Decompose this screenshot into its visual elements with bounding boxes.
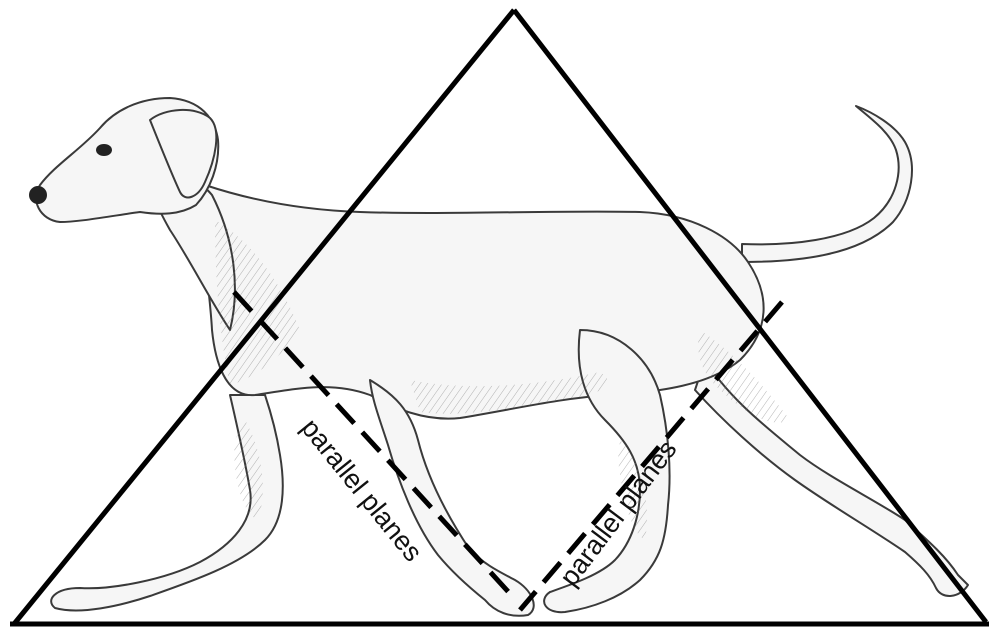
dog-body [204, 185, 764, 419]
dog-nose [30, 187, 46, 203]
dog-eye [97, 145, 111, 155]
dog-illustration [30, 98, 968, 616]
dog-tail [742, 106, 912, 262]
